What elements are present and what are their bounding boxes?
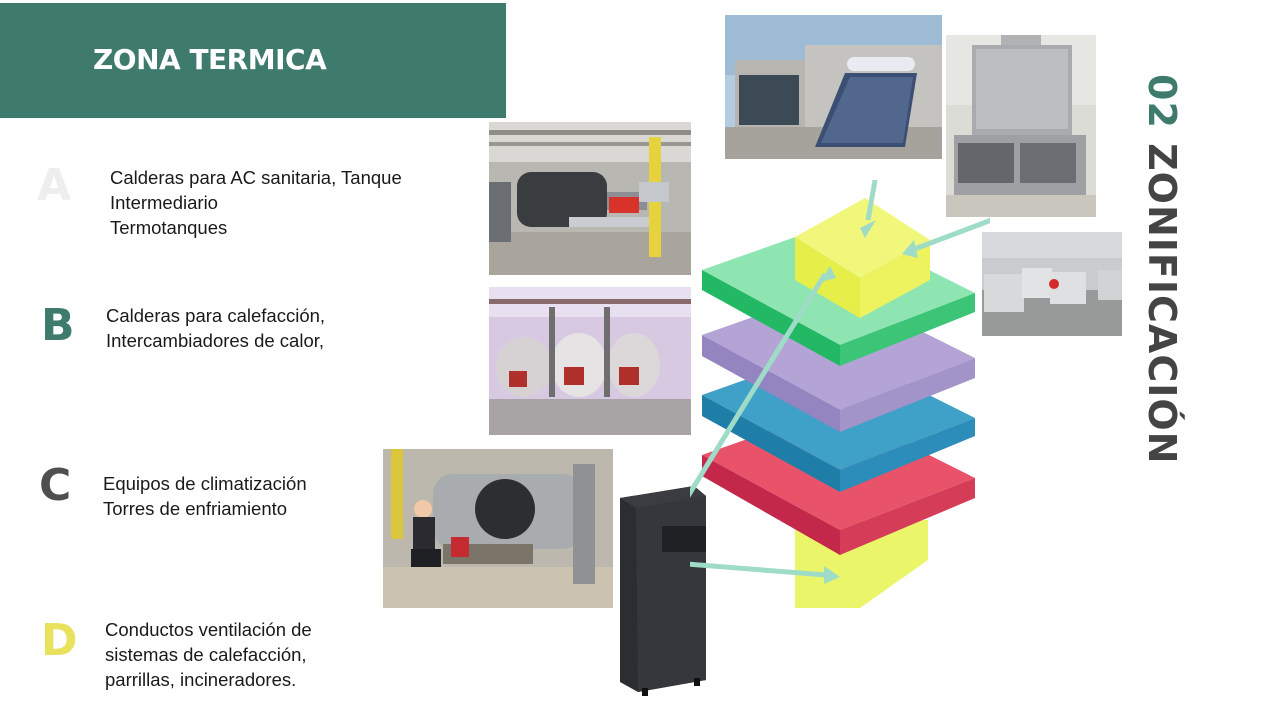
zone-diagram bbox=[690, 180, 990, 608]
item-desc-line: Termotanques bbox=[110, 217, 228, 238]
item-desc-line: Conductos ventilación de bbox=[105, 619, 312, 640]
side-title-label: ZONIFICACIÓN bbox=[1140, 143, 1184, 465]
solar-water-heater-photo bbox=[725, 15, 942, 159]
arrow-head bbox=[860, 220, 876, 238]
item-letter-b: B bbox=[41, 300, 75, 351]
item-desc-line: Equipos de climatización bbox=[103, 473, 307, 494]
page-title: ZONA TERMICA bbox=[93, 43, 327, 76]
side-title-number: 02 bbox=[1140, 74, 1184, 129]
arrow-head bbox=[902, 240, 918, 258]
item-desc-line: parrillas, incineradores. bbox=[105, 669, 297, 690]
arrow-head bbox=[820, 266, 836, 282]
item-desc-line: Torres de enfriamiento bbox=[103, 498, 288, 519]
boiler-room-photo-b bbox=[489, 287, 691, 435]
boiler-room-photo-a bbox=[489, 122, 691, 275]
item-desc-line: Intercambiadores de calor, bbox=[106, 330, 325, 351]
item-desc-line: Calderas para AC sanitaria, Tanque bbox=[110, 167, 402, 188]
arrow-head bbox=[824, 566, 840, 584]
ventilation-cabinet-photo bbox=[614, 486, 714, 696]
zone-arrows bbox=[690, 180, 990, 584]
cooling-tower-photo bbox=[946, 35, 1096, 217]
item-desc-line: sistemas de calefacción, bbox=[105, 644, 307, 665]
item-desc-d: Conductos ventilación de sistemas de cal… bbox=[105, 617, 312, 692]
header-bar: ZONA TERMICA bbox=[0, 3, 506, 118]
item-desc-line: Calderas para calefacción, bbox=[106, 305, 326, 326]
item-desc-c: Equipos de climatización Torres de enfri… bbox=[103, 471, 307, 521]
arrow-tower-to-top bbox=[911, 217, 990, 253]
item-letter-d: D bbox=[41, 615, 78, 666]
arrow-cabinet-to-top bbox=[690, 272, 828, 498]
technician-boiler-photo-c bbox=[383, 449, 613, 608]
item-desc-b: Calderas para calefacción, Intercambiado… bbox=[106, 303, 325, 353]
item-desc-a: Calderas para AC sanitaria, Tanque Inter… bbox=[110, 165, 402, 240]
rooftop-ac-units-photo bbox=[982, 232, 1122, 336]
arrow-cabinet-to-bottom bbox=[690, 561, 827, 578]
side-title: 02 ZONIFICACIÓN bbox=[1138, 74, 1186, 464]
arrow-solar-to-top bbox=[865, 180, 878, 221]
item-desc-line: Intermediario bbox=[110, 192, 218, 213]
item-letter-c: C bbox=[39, 460, 72, 511]
item-letter-a: A bbox=[37, 160, 72, 211]
